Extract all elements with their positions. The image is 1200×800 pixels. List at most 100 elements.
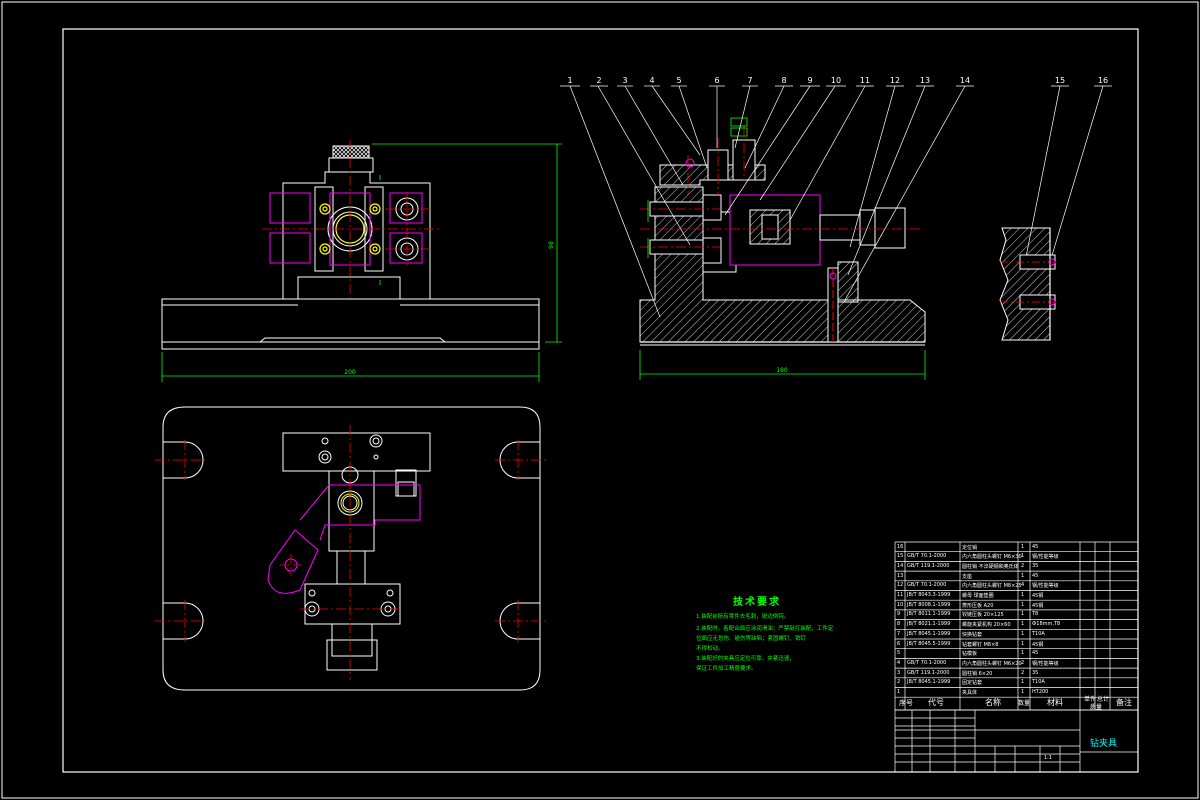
bom-cell-qty: 4 — [1021, 582, 1025, 589]
drawing-name: 钻夹具 — [1090, 739, 1118, 749]
bom-cell-code: GB/T 119.1-2000 — [907, 669, 950, 676]
bom-cell-material: Ф18mm,T8 — [1032, 621, 1061, 628]
bom-cell-qty: 1 — [1021, 650, 1025, 657]
balloon-13: 13 — [920, 76, 930, 85]
title-block-grid — [894, 709, 1139, 773]
bom-cell-code: JB/T 8045.1-1999 — [907, 679, 951, 686]
bom-cell-qty: 2 — [1021, 669, 1025, 676]
bom-cell-qty: 2 — [1021, 659, 1025, 666]
bom-cell-code: GB/T 70.1-2000 — [907, 553, 947, 560]
front-view-hidden — [269, 192, 423, 266]
bom-cell-no: 1 — [897, 689, 901, 695]
bom-cell-name: 支座 — [962, 573, 973, 580]
bom-cell-material: 45 — [1032, 572, 1039, 579]
bom-cell-code: JB/T 8043.3-1999 — [907, 592, 951, 598]
bom-cell-name: 圆柱销 6×20 — [962, 670, 993, 677]
bom-cell-material: 45钢 — [1032, 593, 1044, 599]
bom-cell-material: 45钢 — [1032, 641, 1044, 648]
bom-cell-no: 13 — [897, 572, 904, 579]
bom-header-name: 名称 — [985, 698, 1001, 707]
bom-header-qty: 数量 — [1018, 700, 1031, 707]
top-view-hidden — [267, 484, 421, 594]
bom-cell-name: 定位销 — [962, 544, 978, 551]
tech-requirements-title: 技术要求 — [733, 597, 781, 608]
balloon-14: 14 — [960, 76, 970, 85]
dimension-side-width: 180 — [776, 367, 788, 374]
bom-cell-material: 钢/性能等级 — [1032, 583, 1059, 590]
bom-cell-no: 8 — [897, 621, 901, 628]
bom-cell-name: 钻模板 — [962, 651, 978, 658]
balloon-2: 2 — [596, 76, 601, 85]
balloon-numbers: 1 2 3 4 5 6 7 8 9 10 11 12 13 14 15 16 — [567, 76, 1108, 85]
bom-cell-code: JB/T 8008.1-1999 — [907, 601, 951, 608]
bom-cell-qty: 1 — [1021, 592, 1025, 598]
bom-cell-material: 35 — [1032, 562, 1039, 569]
bom-cell-qty: 1 — [1021, 611, 1025, 618]
bom-cell-no: 5 — [897, 650, 901, 657]
bom-cell-material: 钢/性能等级 — [1032, 554, 1059, 561]
bom-cell-name: 菱形压板 A20 — [962, 602, 994, 609]
bom-cell-qty: 1 — [1021, 640, 1025, 647]
bom-cell-name: 内六角圆柱头螺钉 M6×30 — [962, 554, 1022, 561]
bom-cell-qty: 1 — [1021, 543, 1025, 550]
bom-cell-code: JB/T 8045.5-1999 — [907, 640, 951, 647]
bom-cell-code: JB/T 8011.1-1999 — [907, 611, 951, 618]
bom-cell-name: 钻套螺钉 M8×8 — [962, 641, 999, 648]
front-view — [161, 145, 540, 350]
bom-header-mass: 质量 — [1090, 704, 1103, 711]
balloon-7: 7 — [747, 76, 752, 85]
balloon-1: 1 — [567, 76, 572, 85]
bom-cell-code: JB/T 8021.1-1999 — [907, 621, 951, 628]
bom-cell-material: 45 — [1032, 650, 1039, 657]
bom-cell-name: 固定钻套 — [962, 680, 983, 687]
bom-cell-name: 内六角圆柱头螺钉 M8×25 — [962, 583, 1022, 590]
dimension-front-height: 98 — [548, 241, 555, 249]
tech-requirement-line: 保证工件加工精度要求。 — [696, 666, 757, 672]
bom-cell-name: 螺母 球面垫圈 — [962, 593, 994, 599]
bom-cell-no: 4 — [897, 659, 901, 666]
bom-cell-name: 内六角圆柱头螺钉 M6×20 — [962, 660, 1022, 667]
bom-cell-material: T10A — [1032, 630, 1045, 637]
balloon-3: 3 — [622, 76, 627, 85]
bom-cell-no: 15 — [897, 553, 904, 560]
bom-header-code: 代号 — [928, 698, 944, 707]
balloon-10: 10 — [831, 76, 841, 85]
bom-cell-code: GB/T 119.1-2000 — [907, 562, 950, 569]
bom-cell-no: 7 — [897, 630, 901, 637]
top-view — [162, 406, 541, 691]
dimension-front-width: 200 — [344, 369, 356, 376]
bom-cell-name: 圆柱销 不淬硬钢和奥氏体 — [962, 563, 1019, 570]
bom-cell-qty: 1 — [1021, 553, 1025, 560]
balloon-6: 6 — [714, 76, 719, 85]
tech-requirement-line: 2.装配时，各配合面应涂润滑油；严禁敲打装配，工件定 — [696, 626, 834, 632]
bom-header-material: 材料 — [1047, 698, 1063, 707]
balloon-8: 8 — [781, 76, 786, 85]
bom-cell-material: 钢/性能等级 — [1032, 660, 1059, 667]
detail-view-centerlines — [1000, 261, 1058, 303]
bom-cell-material: T8 — [1032, 611, 1039, 618]
bom-cell-code: GB/T 70.1-2000 — [907, 582, 947, 589]
bom-cell-qty: 2 — [1021, 562, 1025, 569]
bom-cell-material: 45钢 — [1032, 602, 1044, 609]
balloon-leaders — [560, 85, 1112, 318]
bom-cell-no: 9 — [897, 611, 901, 618]
side-view-dimensions — [639, 117, 926, 380]
bom-cell-no: 3 — [897, 669, 901, 676]
balloon-4: 4 — [649, 76, 654, 85]
side-section-view — [639, 139, 926, 346]
side-view-magenta — [685, 158, 837, 280]
drawing-scale: 1:1 — [1044, 755, 1053, 761]
detail-view — [999, 227, 1056, 341]
tech-requirement-line: 不得松动。 — [696, 646, 724, 652]
bom-header-total-mass: 总计 — [1097, 696, 1110, 703]
bom-cell-material: HT200 — [1032, 689, 1049, 695]
bom-cell-material: 45 — [1032, 543, 1039, 550]
bom-cell-name: 铰链压板 20×125 — [962, 612, 1004, 619]
tech-requirement-line: 3.装配好的夹具应定位可靠，夹紧迅速， — [696, 656, 795, 662]
bom-header-unit-mass: 单件 — [1084, 696, 1097, 703]
sheet-inner-border — [62, 28, 1139, 773]
bom-cell-qty: 1 — [1021, 572, 1025, 579]
balloon-9: 9 — [807, 76, 812, 85]
top-view-centerlines — [155, 425, 548, 680]
